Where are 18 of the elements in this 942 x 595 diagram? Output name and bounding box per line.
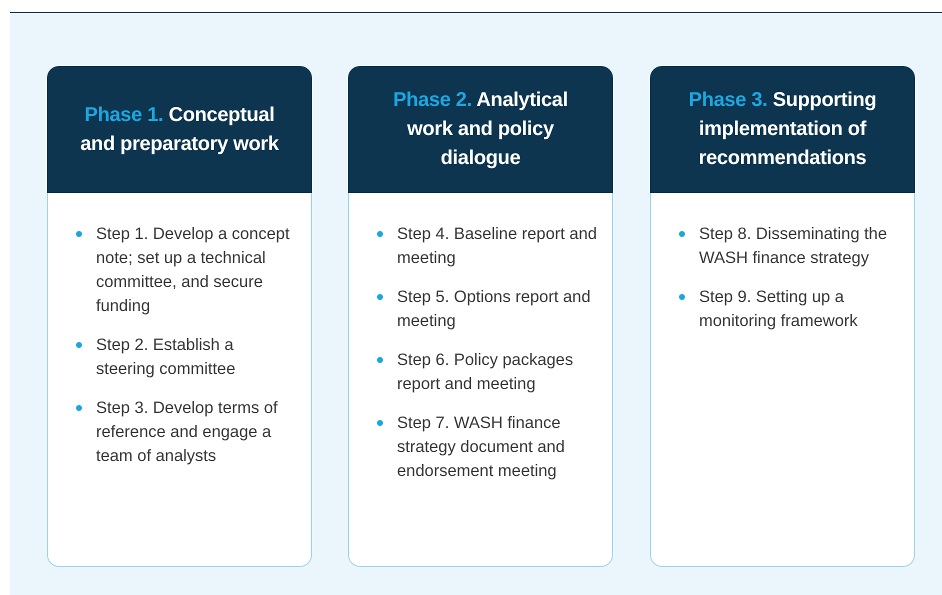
phase-header [650, 66, 915, 193]
phase-title: Phase 3. Supporting implementation of recommendations [688, 88, 878, 171]
step-text: Step 8. Disseminating the WASH finance strategy [699, 225, 888, 267]
step-text: Step 9. Setting up a monitoring framework [699, 288, 858, 330]
phase-title: Phase 1. Conceptual and preparatory work [79, 102, 280, 156]
step-text: Step 1. Develop a concept note; set up a technical committee, and secure funding [96, 225, 290, 315]
step-text: Step 6. Policy packages report and meeting [397, 351, 574, 393]
step-text: Step 4. Baseline report and meeting [397, 225, 597, 267]
phase-title: Phase 2. Analytical work and policy dialogue [392, 88, 569, 171]
step-text: Step 5. Options report and meeting [397, 288, 591, 330]
step-text: Step 3. Develop terms of reference and engage a team of analysts [96, 399, 278, 465]
steps-card [348, 193, 613, 567]
phase-header [348, 66, 613, 193]
step-text: Step 2. Establish a steering committee [96, 336, 236, 378]
steps-card [47, 193, 312, 567]
phase-header [47, 66, 312, 193]
steps-card [650, 193, 915, 567]
step-text: Step 7. WASH finance strategy document and endorsement meeting [397, 414, 565, 480]
